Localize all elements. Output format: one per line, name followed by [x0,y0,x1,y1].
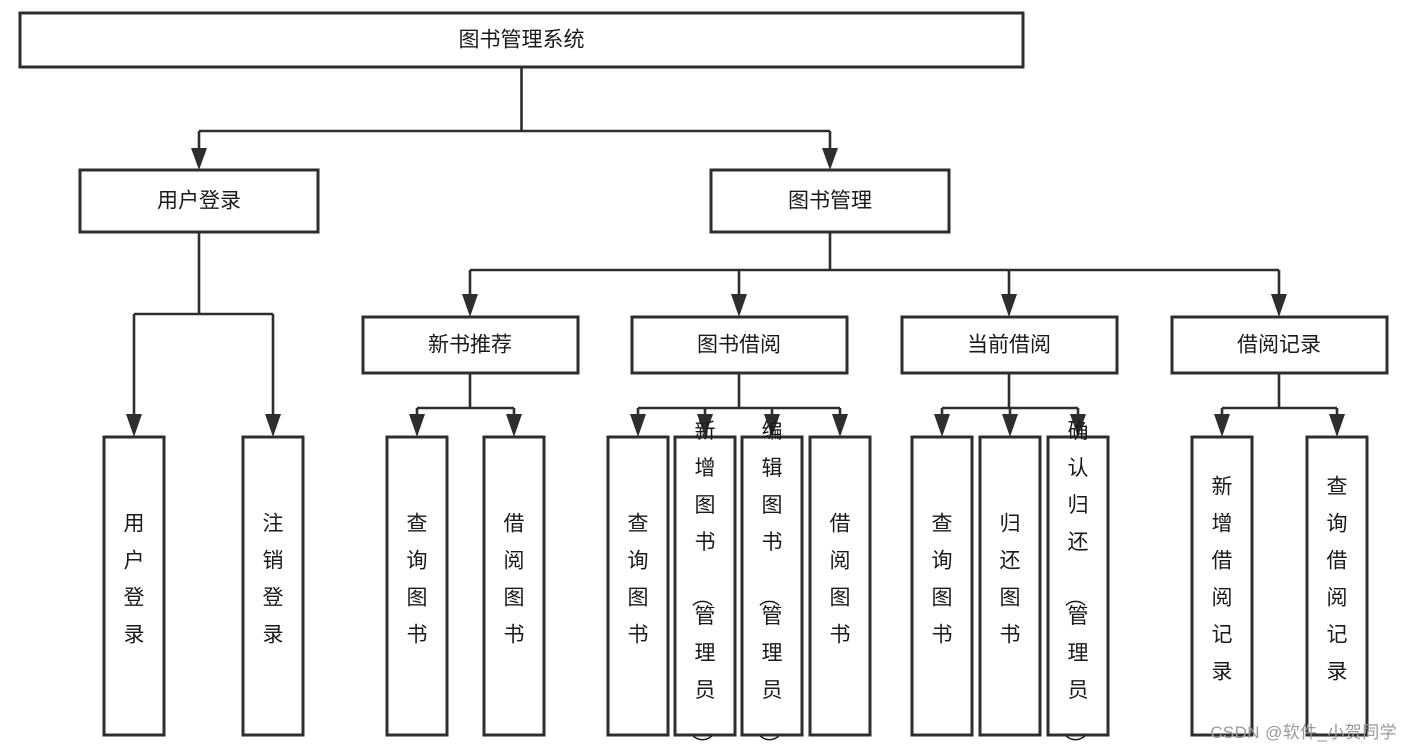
leaf-node[interactable]: 确认归还（管理员） [1046,420,1110,747]
leaf-node[interactable]: 新增图书（管理员） [673,420,737,747]
node-user-login-box[interactable] [78,168,320,234]
node-new-book-recommend-box[interactable] [361,315,580,375]
node-current-borrow[interactable]: 当前借阅 [900,315,1119,375]
leaf-bb-borrow-book-box[interactable] [808,435,872,737]
node-borrow-record-label: 借阅记录 [1237,334,1321,357]
node-book-borrow[interactable]: 图书借阅 [630,315,849,375]
leaf-cb-confirm-return-label: 确认归还（管理员） [1063,420,1089,747]
leaf-node[interactable]: 新增借阅记录 [1190,435,1254,737]
node-current-borrow-box[interactable] [900,315,1119,375]
arrow-new-book-leaf2 [506,414,522,437]
leaf-cb-return-book-box[interactable] [978,435,1042,737]
leaf-cb-query-book-box[interactable] [910,435,974,737]
watermark: CSDN @软件_小贺同学 [1210,723,1397,742]
leaf-bb-borrow-book-label: 借阅图书 [830,513,851,647]
node-user-login[interactable]: 用户登录 [78,168,320,234]
arrow-book-borrow-leaf3 [764,414,780,437]
arrow-current-borrow-leaf2 [1002,414,1018,437]
leaf-node[interactable]: 注销登录 [241,435,305,737]
node-book-manage[interactable]: 图书管理 [709,168,951,234]
arrow-current-borrow-leaf3 [1070,414,1086,437]
arrow-book-borrow-leaf4 [832,414,848,437]
node-borrow-record-box[interactable] [1170,315,1389,375]
leaf-br-add-record-box[interactable] [1190,435,1254,737]
node-user-login-label: 用户登录 [157,190,241,213]
leaf-logout-label: 注销登录 [263,513,284,647]
arrow-user-login-leaf1 [126,414,142,437]
leaf-node[interactable]: 借阅图书 [808,435,872,737]
arrow-to-borrow-record [1271,294,1287,317]
arrow-to-user-login [191,148,207,170]
leaf-bb-add-book-label: 新增图书（管理员） [690,420,716,747]
arrow-to-book-manage [822,148,838,170]
leaf-node[interactable]: 查询图书 [606,435,670,737]
arrow-to-new-book [462,294,478,317]
node-book-borrow-label: 图书借阅 [697,334,781,357]
leaf-bb-query-book-label: 查询图书 [628,513,649,647]
leaf-cb-return-book-label: 归还图书 [1000,513,1021,647]
leaf-nb-borrow-book-box[interactable] [482,435,546,737]
leaf-node[interactable]: 编辑图书（管理员） [740,420,804,747]
leaf-node[interactable]: 用户登录 [102,435,166,737]
arrow-new-book-leaf1 [409,414,425,437]
leaf-bb-edit-book-box[interactable] [740,435,804,737]
leaf-node[interactable]: 查询图书 [910,435,974,737]
node-root[interactable]: 图书管理系统 [18,11,1025,69]
leaf-user-login-label: 用户登录 [124,513,145,647]
leaf-br-add-record-label: 新增借阅记录 [1212,476,1233,684]
arrow-to-current-borrow [1001,294,1017,317]
leaf-node[interactable]: 归还图书 [978,435,1042,737]
node-root-label: 图书管理系统 [459,29,585,52]
arrow-borrow-record-leaf1 [1214,414,1230,437]
arrow-book-borrow-leaf1 [630,414,646,437]
node-book-manage-label: 图书管理 [788,190,872,213]
arrow-book-borrow-leaf2 [697,414,713,437]
leaf-node[interactable]: 借阅图书 [482,435,546,737]
leaf-node[interactable]: 查询图书 [385,435,449,737]
leaf-logout-box[interactable] [241,435,305,737]
leaf-node[interactable]: 查询借阅记录 [1305,435,1369,737]
node-root-box[interactable] [18,11,1025,69]
connector-layer [126,67,1345,437]
leaf-bb-add-book-box[interactable] [673,435,737,737]
node-book-manage-box[interactable] [709,168,951,234]
leaf-user-login-box[interactable] [102,435,166,737]
arrow-user-login-leaf2 [265,414,281,437]
arrow-to-book-borrow [731,294,747,317]
node-current-borrow-label: 当前借阅 [967,334,1051,357]
leaf-cb-query-book-label: 查询图书 [932,513,953,647]
node-book-borrow-box[interactable] [630,315,849,375]
node-borrow-record[interactable]: 借阅记录 [1170,315,1389,375]
leaf-bb-edit-book-label: 编辑图书（管理员） [757,420,783,747]
arrow-borrow-record-leaf2 [1329,414,1345,437]
node-new-book-recommend[interactable]: 新书推荐 [361,315,580,375]
leaf-nb-query-book-label: 查询图书 [407,513,428,647]
leaf-br-query-record-label: 查询借阅记录 [1327,476,1348,684]
node-new-book-recommend-label: 新书推荐 [428,334,512,357]
leaf-br-query-record-box[interactable] [1305,435,1369,737]
leaf-cb-confirm-return-box[interactable] [1046,435,1110,737]
arrow-current-borrow-leaf1 [934,414,950,437]
leaf-nb-query-book-box[interactable] [385,435,449,737]
leaf-bb-query-book-box[interactable] [606,435,670,737]
leaf-nb-borrow-book-label: 借阅图书 [504,513,525,647]
